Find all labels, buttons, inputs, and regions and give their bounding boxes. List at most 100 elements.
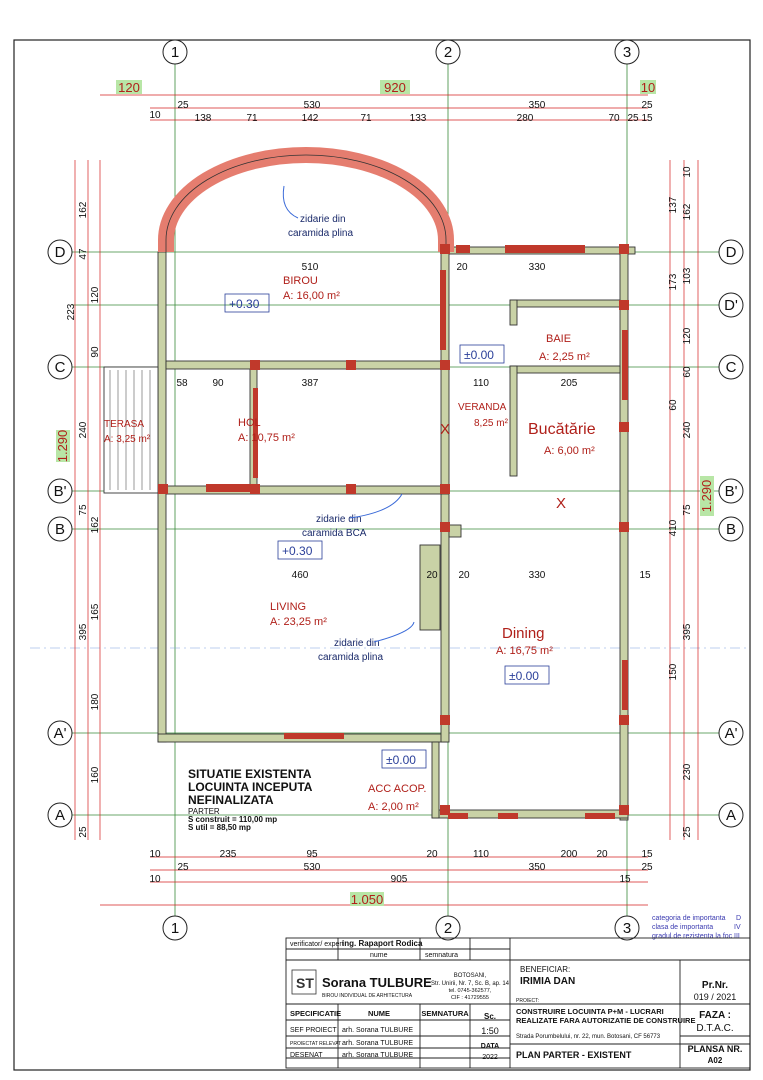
svg-text:60: 60 [668, 399, 679, 411]
svg-text:133: 133 [410, 113, 427, 124]
svg-text:70: 70 [608, 113, 620, 124]
cross-marks: X X [440, 421, 566, 512]
svg-text:150: 150 [668, 663, 679, 680]
svg-text:920: 920 [384, 80, 406, 95]
svg-text:1.050: 1.050 [351, 892, 384, 907]
room-living-area: A: 23,25 m² [270, 616, 327, 628]
svg-text:280: 280 [517, 113, 534, 124]
svg-text:1:50: 1:50 [481, 1026, 499, 1036]
svg-text:395: 395 [682, 623, 693, 640]
svg-text:10: 10 [682, 166, 693, 178]
svg-text:C: C [55, 359, 66, 376]
svg-text:SITUATIE EXISTENTA: SITUATIE EXISTENTA [188, 767, 312, 781]
svg-text:120: 120 [682, 327, 693, 344]
svg-text:3: 3 [623, 920, 631, 937]
svg-text:138: 138 [195, 113, 212, 124]
left-dimensions: 162 47 120 90 240 75 162 395 165 180 160… [66, 201, 101, 837]
svg-text:SPECIFICATIE: SPECIFICATIE [290, 1009, 341, 1018]
svg-text:1: 1 [171, 44, 179, 61]
room-bucatarie-name: Bucătărie [528, 421, 596, 438]
room-dining-area: A: 16,75 m² [496, 645, 553, 657]
level-markers: +0.30 ±0.00 +0.30 ±0.00 ±0.00 [224, 293, 550, 769]
svg-text:90: 90 [212, 378, 224, 389]
sheet-frame [13, 39, 751, 1071]
category-legend: categoria de importanta clasa de importa… [652, 915, 741, 940]
svg-text:ST: ST [296, 975, 314, 991]
svg-text:PROIECTAT RELEVAT: PROIECTAT RELEVAT [290, 1041, 341, 1047]
svg-text:180: 180 [90, 693, 101, 710]
title-block-grid [285, 937, 751, 1069]
svg-text:223: 223 [66, 303, 77, 320]
room-birou-name: BIROU [283, 275, 318, 287]
svg-text:2: 2 [444, 44, 452, 61]
svg-text:B': B' [54, 483, 67, 500]
svg-text:caramida plina: caramida plina [318, 652, 383, 663]
svg-text:165: 165 [90, 603, 101, 620]
firm-name: Sorana TULBURE [322, 975, 432, 990]
total-dimension-labels: 120 920 10 1.050 1.290 1.290 [55, 80, 714, 907]
svg-text:205: 205 [561, 378, 578, 389]
svg-text:S util = 88,50 mp: S util = 88,50 mp [188, 823, 251, 832]
room-veranda-area: 8,25 m² [474, 418, 509, 429]
svg-text:110: 110 [473, 378, 489, 389]
svg-text:X: X [440, 421, 450, 438]
concrete-columns [158, 244, 629, 819]
svg-text:20: 20 [426, 849, 438, 860]
svg-text:categoria de importanta: categoria de importanta [652, 915, 726, 922]
svg-text:120: 120 [90, 286, 101, 303]
svg-text:±0.00: ±0.00 [509, 669, 539, 683]
svg-text:120: 120 [118, 80, 140, 95]
total-highlights [56, 80, 714, 906]
svg-text:2: 2 [444, 920, 452, 937]
room-labels: BIROU A: 16,00 m² BAIE A: 2,25 m² HOL A:… [104, 275, 596, 813]
svg-text:IV: IV [734, 924, 741, 931]
terrace-stairs [109, 370, 151, 490]
svg-text:B: B [55, 521, 65, 538]
svg-text:±0.00: ±0.00 [386, 753, 416, 767]
grid-bubble-labels: 1 2 3 1 2 3 D C B' B A' A D D' C B' B A'… [54, 44, 738, 937]
svg-text:110: 110 [473, 849, 489, 860]
svg-text:25: 25 [177, 100, 189, 111]
svg-text:530: 530 [304, 862, 321, 873]
svg-text:510: 510 [302, 262, 319, 273]
situatie-block: SITUATIE EXISTENTA LOCUINTA INCEPUTA NEF… [188, 767, 313, 832]
arch-outline [165, 154, 447, 252]
svg-text:019 / 2021: 019 / 2021 [694, 992, 737, 1002]
svg-text:BENEFICIAR:: BENEFICIAR: [520, 965, 570, 974]
svg-text:+0.30: +0.30 [282, 544, 313, 558]
svg-text:10: 10 [149, 110, 161, 121]
svg-text:D: D [55, 244, 66, 261]
svg-text:D: D [736, 915, 741, 922]
svg-text:NEFINALIZATA: NEFINALIZATA [188, 793, 274, 807]
svg-text:gradul de rezistenta la foc: gradul de rezistenta la foc [652, 933, 733, 940]
svg-text:SEF PROIECT: SEF PROIECT [290, 1027, 337, 1034]
room-birou-area: A: 16,00 m² [283, 290, 340, 302]
svg-text:CONSTRUIRE LOCUINTA P+M - LUCR: CONSTRUIRE LOCUINTA P+M - LUCRARI [516, 1007, 664, 1016]
svg-text:20: 20 [456, 262, 468, 273]
svg-text:25: 25 [641, 100, 653, 111]
svg-text:230: 230 [682, 763, 693, 780]
svg-text:Pr.Nr.: Pr.Nr. [702, 980, 728, 991]
svg-text:15: 15 [641, 849, 653, 860]
svg-text:20: 20 [426, 570, 438, 581]
room-baie-name: BAIE [546, 333, 571, 345]
svg-text:D': D' [724, 297, 738, 314]
svg-text:240: 240 [682, 421, 693, 438]
svg-text:2022: 2022 [482, 1054, 498, 1061]
interior-dimensions: 510 330 387 110 205 460 330 20 20 20 15 … [176, 262, 651, 581]
room-bucatarie-area: A: 6,00 m² [544, 445, 595, 457]
svg-text:137: 137 [668, 196, 679, 213]
svg-text:162: 162 [90, 516, 101, 533]
svg-text:D.T.A.C.: D.T.A.C. [696, 1023, 733, 1034]
svg-text:CIF : 41729555: CIF : 41729555 [451, 995, 489, 1001]
svg-text:X: X [556, 495, 566, 512]
svg-text:10: 10 [641, 80, 655, 95]
svg-text:350: 350 [529, 862, 546, 873]
svg-text:162: 162 [682, 203, 693, 220]
svg-text:15: 15 [639, 570, 651, 581]
svg-text:semnatura: semnatura [425, 952, 458, 959]
firm-logo: ST [291, 969, 317, 995]
svg-text:75: 75 [682, 504, 693, 516]
svg-text:verificator/ expert: verificator/ expert [290, 941, 344, 948]
